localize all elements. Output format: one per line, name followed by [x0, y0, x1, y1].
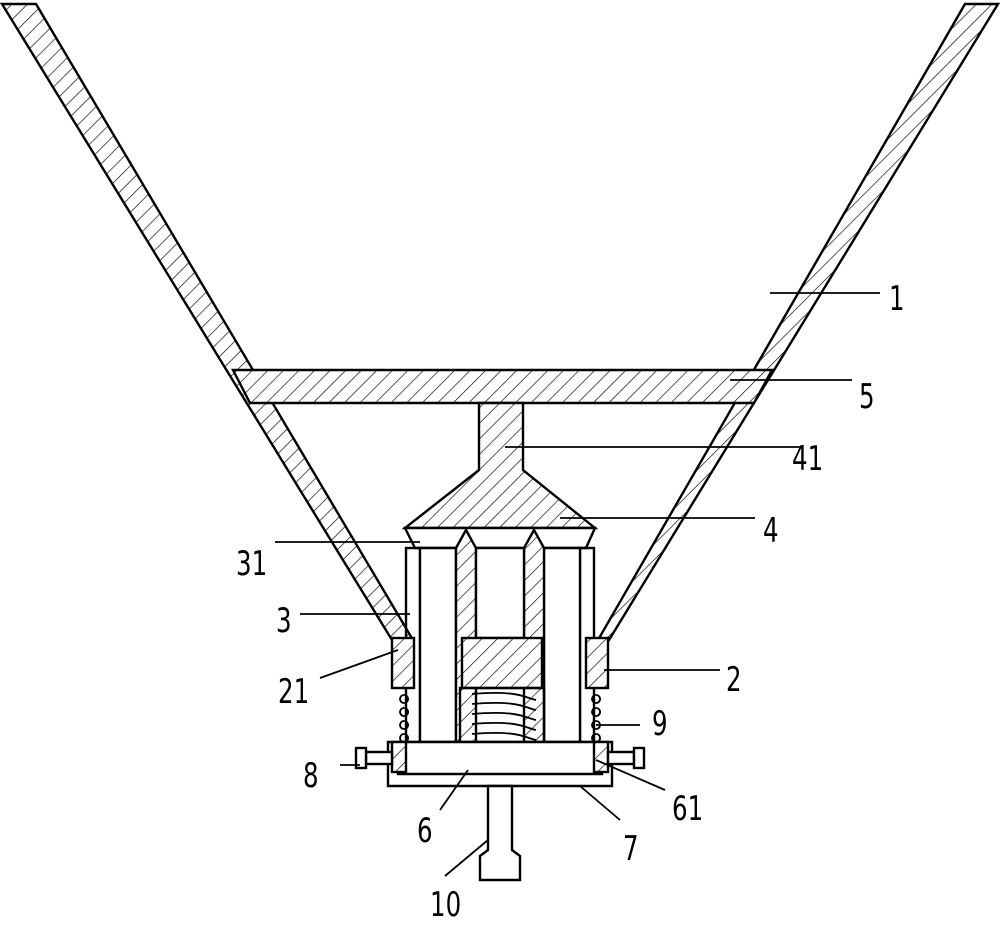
label-5: 5 — [859, 377, 875, 416]
label-6: 6 — [417, 811, 433, 850]
base-plate — [388, 742, 612, 786]
label-3: 3 — [276, 601, 292, 640]
label-10: 10 — [430, 885, 461, 924]
label-8: 8 — [303, 756, 319, 795]
label-7: 7 — [623, 829, 639, 868]
distributor-cone — [405, 403, 595, 548]
plunger-block — [462, 638, 542, 688]
label-41: 41 — [792, 439, 823, 478]
label-31: 31 — [236, 544, 267, 583]
label-21: 21 — [278, 672, 309, 711]
handle — [480, 786, 520, 880]
label-1: 1 — [889, 279, 905, 318]
cross-beam — [233, 370, 772, 403]
label-4: 4 — [763, 511, 779, 550]
label-9: 9 — [652, 704, 668, 743]
label-2: 2 — [726, 660, 742, 699]
label-61: 61 — [672, 789, 703, 828]
